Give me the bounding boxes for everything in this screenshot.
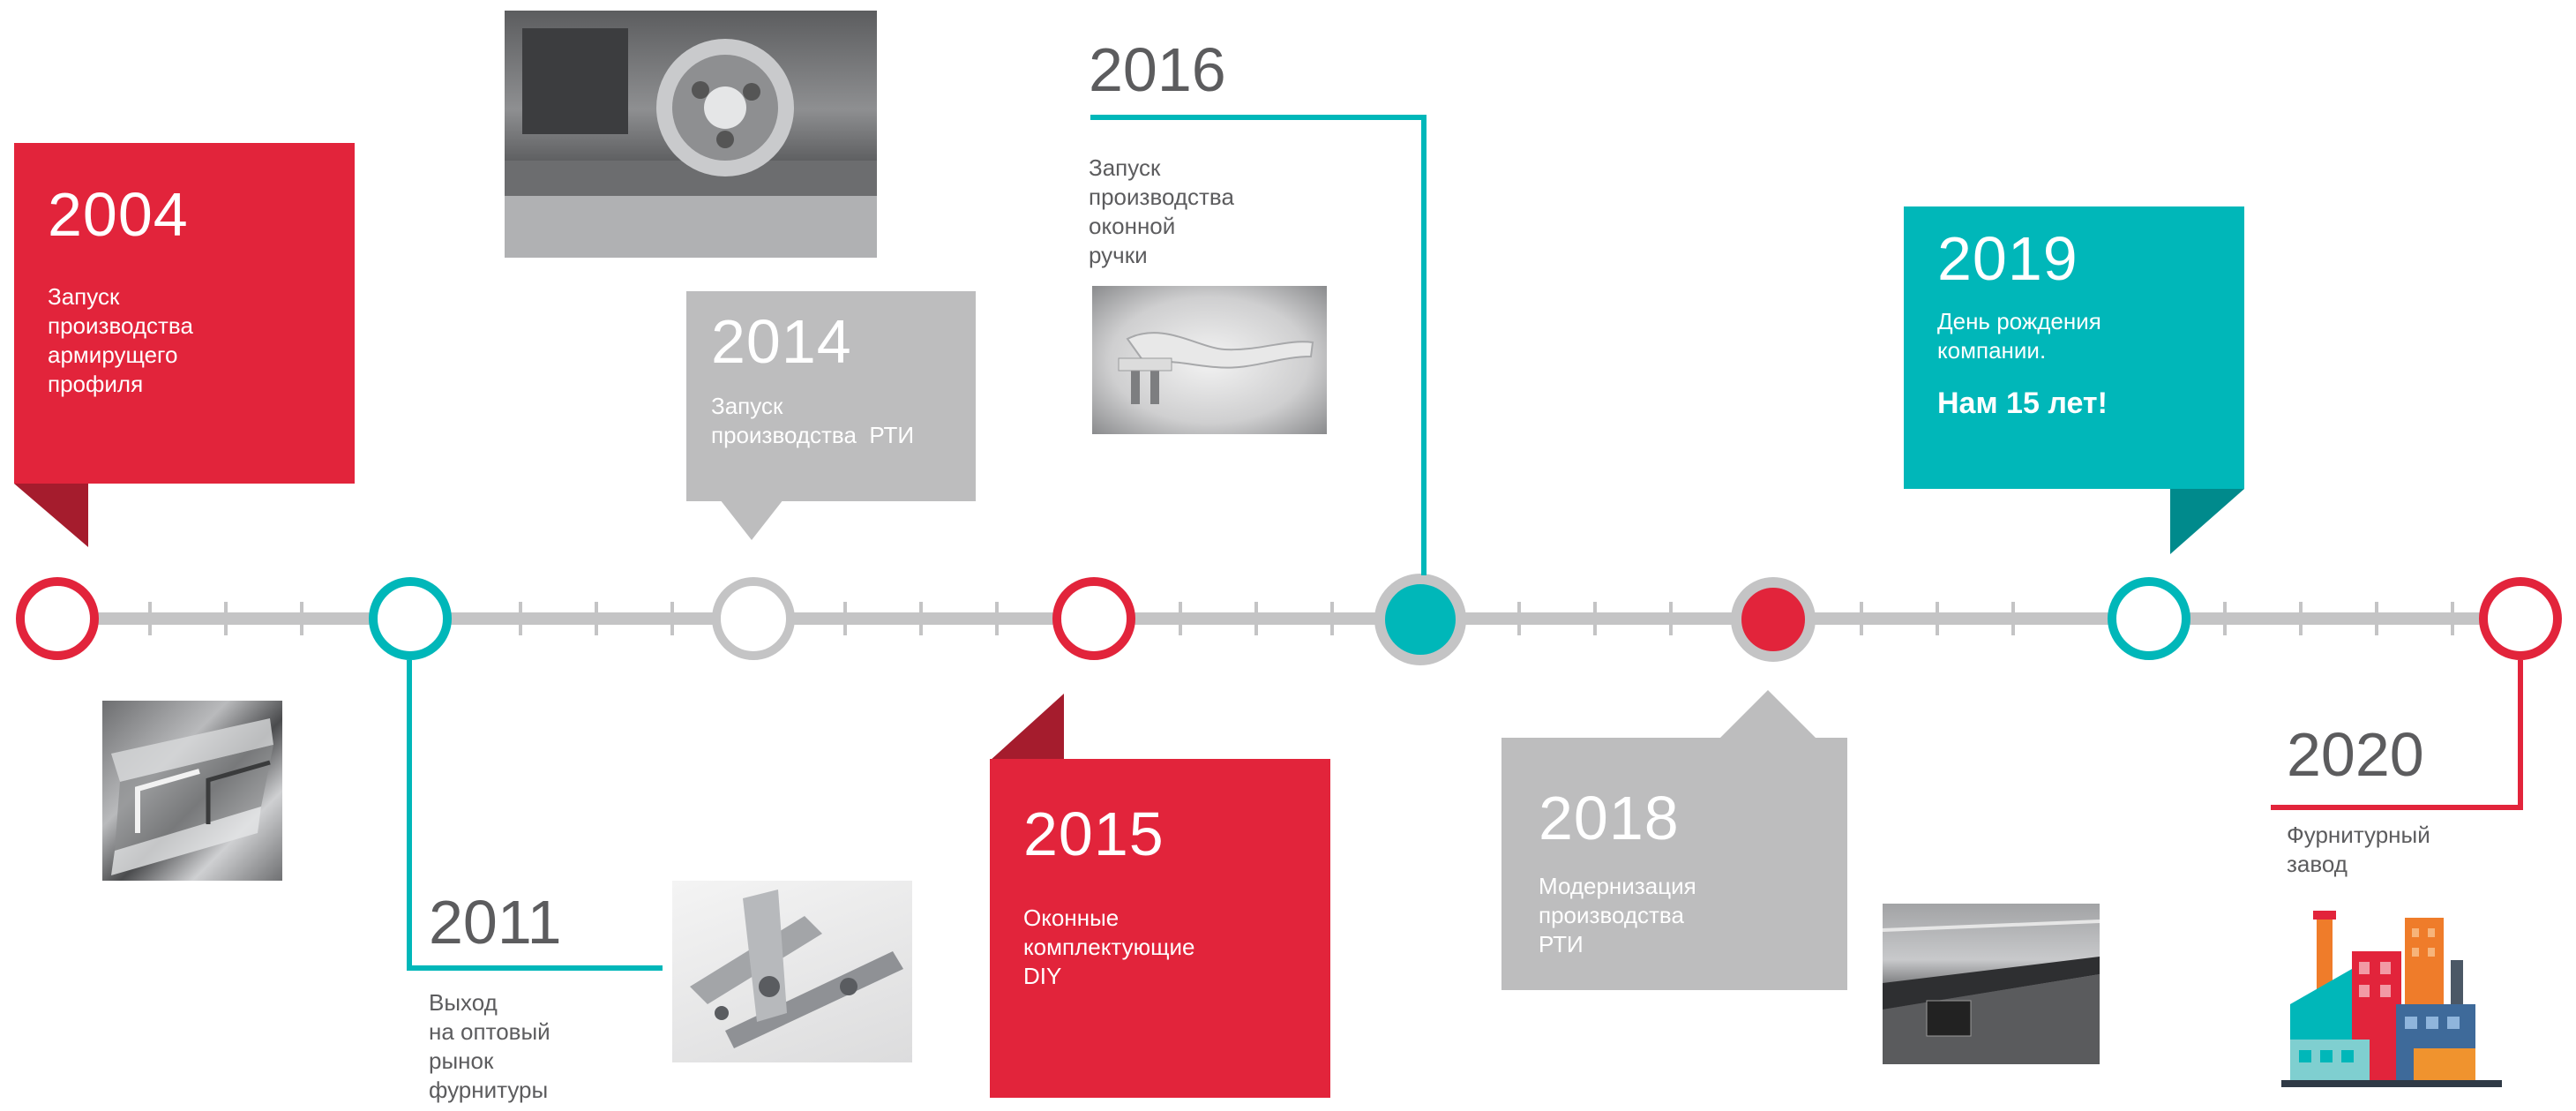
event-2011: 2011 Выход на оптовый рынок фурнитуры <box>429 891 562 1105</box>
connector-2016-v <box>1421 115 1427 575</box>
timeline-tick <box>843 602 847 635</box>
connector-2011 <box>407 660 412 971</box>
event-description: Выход на оптовый рынок фурнитуры <box>429 989 550 1103</box>
event-description: Запуск производства оконной ручки <box>1089 154 1234 268</box>
event-year: 2020 <box>2287 720 2424 789</box>
timeline-tick <box>595 602 598 635</box>
hardware-fittings-photo <box>672 881 912 1062</box>
production-machine-photo <box>505 11 877 258</box>
event-year: 2014 <box>711 307 852 376</box>
timeline-tick <box>2451 602 2454 635</box>
connector-2011-h <box>407 965 663 971</box>
event-description: Модернизация производства РТИ <box>1539 873 1696 957</box>
event-card-2015: 2015 Оконные комплектующие DIY <box>990 759 1330 1098</box>
card-pointer-2014 <box>720 499 783 540</box>
timeline-tick <box>1860 602 1863 635</box>
steel-profile-photo <box>102 701 282 881</box>
timeline-tick <box>670 602 674 635</box>
event-description: Оконные комплектующие DIY <box>1023 905 1195 989</box>
event-card-2004: 2004 Запуск производства армирущего проф… <box>14 143 355 484</box>
event-description: Фурнитурный завод <box>2287 822 2430 877</box>
connector-2020 <box>2518 660 2523 810</box>
timeline-node-2016[interactable] <box>1374 574 1466 665</box>
event-card-2019: 2019 День рождения компании. Нам 15 лет! <box>1904 206 2244 489</box>
event-year: 2019 <box>1937 224 2078 293</box>
timeline-tick <box>919 602 923 635</box>
event-2020: 2020 Фурнитурный завод <box>2287 724 2430 879</box>
timeline-tick <box>300 602 303 635</box>
timeline-node-2018[interactable] <box>1731 577 1816 662</box>
timeline-node-2011[interactable] <box>369 577 452 660</box>
event-card-2014: 2014 Запуск производства РТИ <box>686 291 976 501</box>
event-description: День рождения компании. <box>1937 308 2101 364</box>
timeline-tick <box>519 602 522 635</box>
timeline-node-2004[interactable] <box>16 577 99 660</box>
event-highlight: Нам 15 лет! <box>1937 387 2108 420</box>
timeline-tick <box>1254 602 1258 635</box>
window-handle-photo <box>1092 286 1327 434</box>
timeline-tick <box>1936 602 1939 635</box>
timeline-node-2014[interactable] <box>712 577 795 660</box>
factory-icon <box>2281 898 2502 1092</box>
timeline-tick <box>1669 602 1673 635</box>
timeline-tick <box>2299 602 2303 635</box>
event-year: 2011 <box>429 888 562 957</box>
event-description: Запуск производства армирущего профиля <box>48 283 193 397</box>
timeline-tick <box>1179 602 1182 635</box>
event-card-2018: 2018 Модернизация производства РТИ <box>1501 738 1847 990</box>
card-fold-2015 <box>990 694 1064 761</box>
timeline-tick <box>2011 602 2015 635</box>
card-pointer-2018 <box>1719 690 1817 739</box>
event-year: 2018 <box>1539 784 1680 852</box>
timeline-node-2019[interactable] <box>2108 577 2190 660</box>
timeline-tick <box>148 602 152 635</box>
timeline-node-2015[interactable] <box>1052 577 1135 660</box>
timeline-tick <box>2375 602 2378 635</box>
timeline-node-2020[interactable] <box>2479 577 2562 660</box>
timeline-tick <box>2223 602 2227 635</box>
connector-2020-h <box>2271 805 2523 810</box>
event-2016: 2016 Запуск производства оконной ручки <box>1089 39 1234 270</box>
timeline-tick <box>995 602 999 635</box>
timeline-tick <box>224 602 228 635</box>
card-fold-2004 <box>14 484 88 547</box>
event-description: Запуск производства РТИ <box>711 393 915 448</box>
timeline-tick <box>1517 602 1521 635</box>
event-year: 2016 <box>1089 35 1226 104</box>
timeline-axis <box>35 612 2541 625</box>
event-year: 2004 <box>48 180 189 249</box>
card-fold-2019 <box>2170 489 2244 554</box>
connector-2016 <box>1090 115 1427 120</box>
timeline-tick <box>1593 602 1597 635</box>
production-line-photo <box>1883 904 2100 1064</box>
event-year: 2015 <box>1023 799 1164 868</box>
timeline-tick <box>1330 602 1334 635</box>
